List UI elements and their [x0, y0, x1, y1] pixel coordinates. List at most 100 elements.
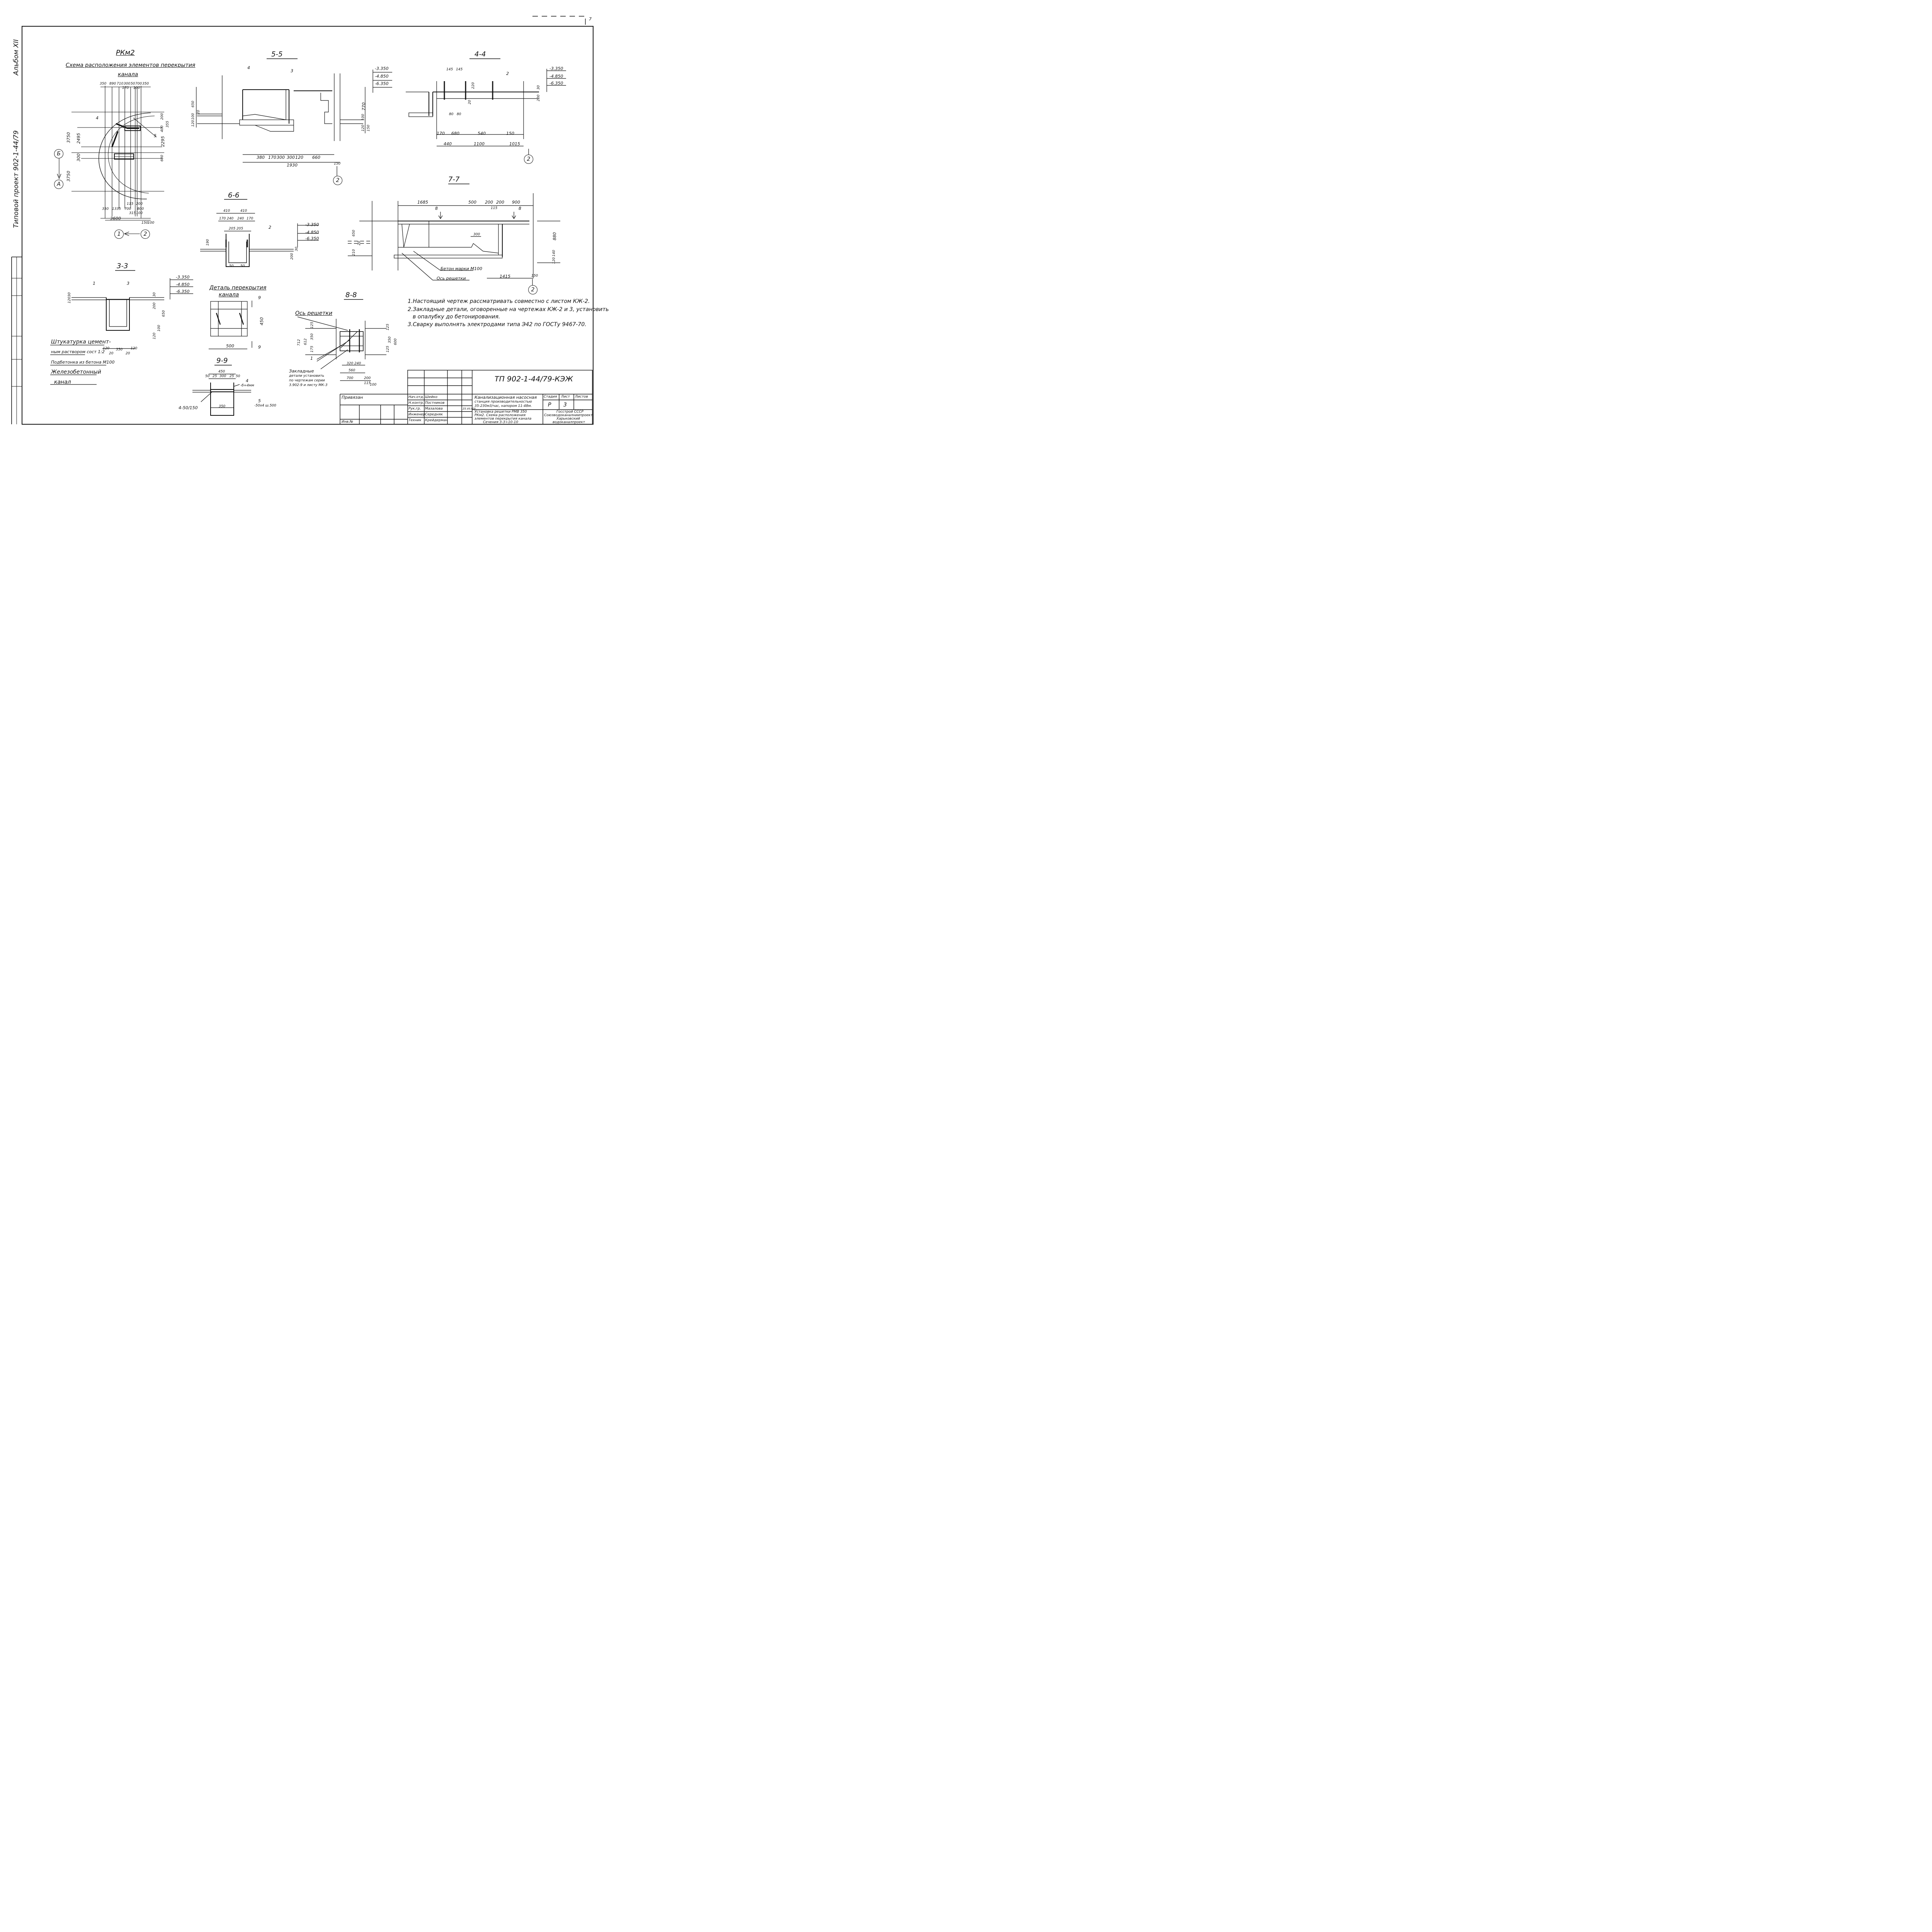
plan-dim: 100 [133, 86, 140, 90]
s44-hdim: 150 [506, 131, 514, 136]
s88-rdim: 350 [388, 336, 392, 343]
plan-dim: 170 [122, 86, 129, 90]
s33-legend: Подбетонка из бетона М100 [51, 360, 115, 365]
s44-hdim2: 1015 [509, 141, 520, 146]
s55-label-3: 3 [291, 68, 293, 73]
s66-bottom: 50 [229, 264, 234, 268]
s44-vdim: 200 [537, 94, 541, 101]
s66-bottom: 50 [240, 264, 245, 268]
stamp-desc1: Канализационная насосная [474, 395, 537, 400]
s77-mark-8-right: 8 [519, 206, 521, 211]
s33-hdim: 350 [116, 348, 123, 352]
s55-vdim: 770 [361, 102, 366, 111]
note-2: 2.Закладные детали, оговоренные на черте… [408, 306, 609, 313]
s88-bdim: 100 [370, 383, 377, 387]
plan-dim: 2495 [76, 133, 81, 144]
s77-vdim: 210 [352, 249, 356, 256]
plan-title: РКм2 [116, 49, 135, 57]
detail-mark-bottom: 9 [258, 345, 261, 350]
s88-bdim: 200 [364, 376, 371, 380]
corner-mark: 7 [589, 17, 592, 22]
s33-label-1: 1 [93, 281, 95, 286]
plan-dim: 350 [102, 207, 109, 211]
detail-title-2: канала [219, 292, 239, 298]
section-5-5-geometry [196, 58, 392, 176]
s55-hdim: 380 [257, 155, 265, 160]
section-3-3-geometry [50, 270, 193, 385]
section-6-6-geometry [200, 199, 319, 267]
plan-dim: 350 [142, 82, 149, 86]
s77-top: 900 [512, 200, 520, 205]
s77-bottom: 1415 [500, 274, 510, 279]
plan-dim: 3750 [66, 171, 71, 182]
stamp-desc2: РКм2. Схема расположения [474, 413, 526, 417]
plan-dim: 710 [117, 82, 124, 86]
plan-dim: 115 [127, 202, 134, 206]
s55-vdim: 150 [367, 124, 371, 131]
note-3: 3.Сварку выполнять электродами типа Э42 … [408, 321, 587, 328]
s55-vdim: 120 [191, 120, 195, 127]
s44-elev: -3.350 [549, 66, 563, 71]
s55-hdim: 1930 [287, 163, 298, 168]
plan-dim: 100 [148, 221, 155, 225]
s88-ldim: 125 [310, 321, 314, 328]
plan-dim: 2295 [160, 136, 165, 147]
s44-axis-marker: 2 [524, 155, 533, 164]
s77-mark-8-left: 8 [435, 206, 438, 211]
s99-top2: 25 [230, 374, 234, 378]
stamp-bound: Привязан [342, 395, 363, 400]
s66-vdim: 190 [206, 239, 210, 246]
plan-dim: 200 [160, 113, 164, 120]
s33-legend: Штукатурка цемент- [51, 339, 111, 345]
s66-vdim: 30 [295, 247, 299, 251]
s77-axis-marker: 2 [528, 285, 537, 294]
s44-inner: 80 [457, 112, 461, 116]
plan-dim: 400 [160, 125, 164, 132]
stamp-desc2: Сечения 3-3÷10-10 [483, 420, 519, 424]
stamp-desc1: станция производительностью [474, 400, 532, 404]
detail-title-1: Деталь перекрытия [209, 285, 267, 291]
s44-vdim: 30 [537, 85, 541, 90]
plan-dim: 600 [160, 155, 164, 162]
s33-elev: -3.350 [176, 275, 190, 280]
s77-top: 500 [468, 200, 476, 205]
sheet-frame [22, 26, 594, 425]
s55-vdim: 20 [197, 110, 201, 114]
s33-hdim: 20 [109, 352, 114, 355]
title-block-geometry [340, 370, 593, 425]
s44-hdim2: 440 [444, 141, 452, 146]
plan-dim: 355 [166, 121, 170, 128]
stamp-role: Н.контр. [408, 401, 424, 405]
stamp-stage-header: Стадия [544, 395, 557, 399]
s99-top2: 50 [205, 374, 210, 378]
plan-dim: 890 [109, 82, 116, 86]
axis-A-marker: А [54, 180, 63, 189]
s33-legend: ным раствором сост 1:2 [51, 349, 105, 354]
plan-dim: 800 [137, 207, 144, 211]
plan-label-5: 5 [154, 133, 156, 138]
s99-label: -б=4мм [240, 384, 254, 388]
s55-hdim: 120 [295, 155, 303, 160]
s66-elev: -3.350 [305, 222, 319, 227]
s88-bdim: 560 [349, 369, 355, 372]
stamp-name: Мазалова [425, 407, 443, 411]
s66-vdim: 200 [290, 253, 294, 260]
s55-hdim: 300 [277, 155, 285, 160]
plan-dim: 700 [135, 82, 142, 86]
s55-vdim: 650 [191, 100, 195, 107]
s99-top2: 25 [213, 374, 217, 378]
plan-label-4: 4 [96, 116, 99, 121]
stamp-role: Рук.гр. [408, 407, 421, 411]
plan-dim: 700 [124, 207, 131, 211]
s77-vdim: 880 [552, 232, 557, 240]
s66-top3: 205 [236, 227, 243, 231]
s66-top2: 170 [247, 217, 253, 221]
s88-bdim: 700 [347, 376, 354, 380]
plan-dim: 50 [131, 82, 135, 86]
section-7-7-title: 7-7 [448, 175, 460, 184]
section-7-7-geometry [348, 184, 560, 285]
s33-vdim: 200 [153, 302, 156, 309]
s33-hdim: 120 [103, 347, 110, 350]
stamp-sheet: 3 [563, 402, 567, 408]
plan-dim: 3600 [110, 216, 121, 221]
